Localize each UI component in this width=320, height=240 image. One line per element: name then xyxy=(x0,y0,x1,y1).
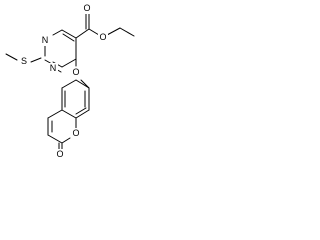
bond-coum-c6-c5 xyxy=(61,79,77,89)
label-bg xyxy=(40,35,50,46)
bond-pyr-c6-n1 xyxy=(52,29,63,36)
atom-o-carbonyl-ester: O xyxy=(83,3,90,13)
bond-ethyl-ch3-ch2 xyxy=(119,27,135,37)
bond-c2-s xyxy=(30,57,42,63)
bond-coum-c7-c6 xyxy=(75,79,90,89)
atom-n-top: N xyxy=(42,35,49,45)
bond-ester-o-c xyxy=(88,28,100,36)
bond-coum-c8a-c8 xyxy=(75,109,90,119)
bond-pyr-c5-c6-inner xyxy=(62,33,75,42)
bond-pyr-c5-c6 xyxy=(61,29,77,39)
label-bg xyxy=(71,67,81,78)
atom-o-ester: O xyxy=(99,32,106,42)
atom-o-lactone-carbonyl: O xyxy=(56,149,63,159)
bond-s-ch3 xyxy=(5,53,18,61)
bond-ester-c-ring xyxy=(75,28,90,39)
bond-coum-o1-c2 xyxy=(61,137,71,144)
molecule-drawing: O O N N S O O O xyxy=(5,3,135,160)
label-bg xyxy=(71,128,81,139)
bond-coum-c8a-c8-inner xyxy=(75,107,87,115)
label-bg xyxy=(55,149,65,160)
atom-o-ether: O xyxy=(72,67,79,77)
chemical-structure-canvas: O O N N S O O O xyxy=(0,0,144,160)
atom-n-bottom: N xyxy=(50,63,57,73)
bond-ethyl-ch2-o xyxy=(106,27,121,36)
atom-s-thioether: S xyxy=(21,56,27,66)
label-bg xyxy=(48,63,58,74)
atom-o-ring-lactone: O xyxy=(72,128,79,138)
label-bg xyxy=(19,56,29,67)
bond-coum-c2-c3 xyxy=(47,134,63,144)
bond-pyr-c4-c5 xyxy=(61,58,77,68)
bond-coum-c4a-c8a xyxy=(61,109,77,119)
bond-coum-c4-c4a xyxy=(47,109,63,119)
label-bg xyxy=(82,3,92,14)
label-bg xyxy=(98,32,108,43)
